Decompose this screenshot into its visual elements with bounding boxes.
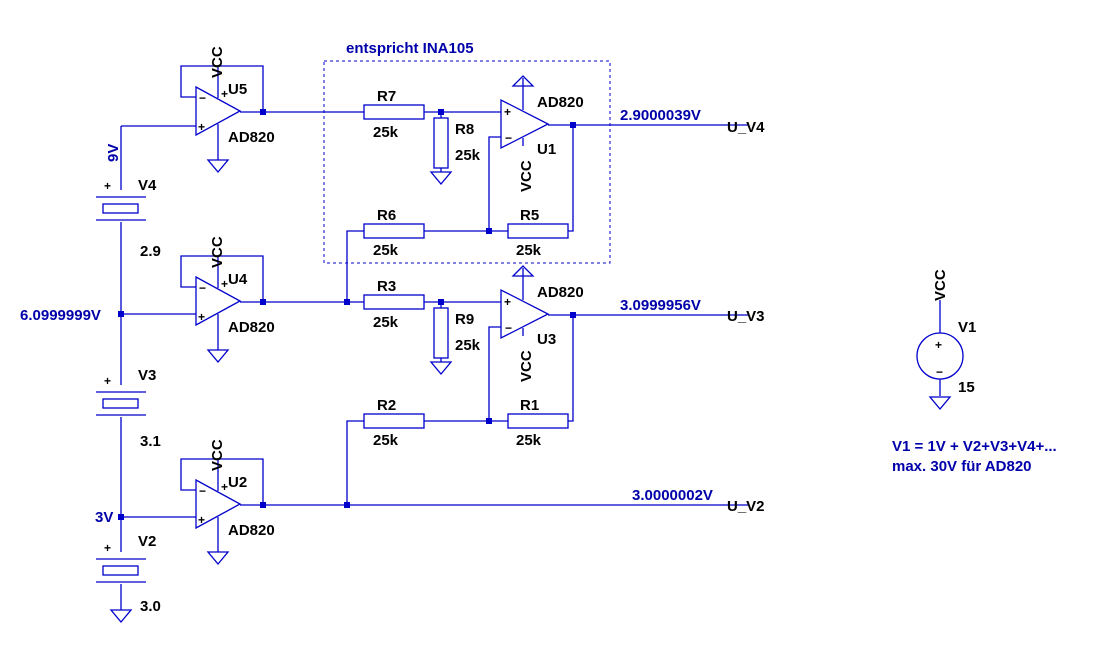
svg-text:+: + [198, 310, 205, 324]
svg-text:+: + [198, 513, 205, 527]
resistor-r8-value: 25k [455, 147, 481, 164]
svg-text:+: + [221, 277, 228, 291]
resistor-r9-value: 25k [455, 337, 481, 354]
resistor-r3-name: R3 [377, 278, 396, 295]
opamp-u4-model: AD820 [228, 319, 275, 336]
resistor-r8 [433, 117, 449, 169]
node-voltage-top: 9V [105, 144, 122, 162]
battery-stack: + + + [96, 126, 146, 623]
output-v4-voltage: 2.9000039V [620, 107, 701, 124]
output-v2-label: U_V2 [727, 498, 765, 515]
note-line-2: max. 30V für AD820 [892, 458, 1032, 475]
voltage-source-v1: + − [916, 300, 964, 410]
opamp-u2-name: U2 [228, 474, 247, 491]
battery-v3-name: V3 [138, 367, 156, 384]
resistor-r2-name: R2 [377, 397, 396, 414]
svg-text:+: + [104, 179, 111, 193]
resistor-r6 [363, 223, 425, 239]
node-voltage-mid: 6.0999999V [20, 307, 101, 324]
opamp-u4: − + + [180, 255, 264, 363]
svg-text:−: − [936, 365, 943, 379]
output-v3-voltage: 3.0999956V [620, 297, 701, 314]
svg-text:+: + [104, 374, 111, 388]
v1-value: 15 [958, 379, 975, 396]
opamp-u4-name: U4 [228, 271, 248, 288]
resistor-r6-value: 25k [373, 242, 399, 259]
resistor-r9 [433, 307, 449, 359]
resistor-r7 [363, 104, 425, 120]
opamp-u3-supply: VCC [518, 350, 535, 382]
resistor-r7-name: R7 [377, 88, 396, 105]
resistor-r5-value: 25k [516, 242, 542, 259]
resistor-r2-value: 25k [373, 432, 399, 449]
opamp-u1-supply: VCC [518, 160, 535, 192]
battery-v2-name: V2 [138, 533, 156, 550]
battery-v2-value: 3.0 [140, 598, 161, 615]
resistor-r8-name: R8 [455, 121, 474, 138]
opamp-u2-supply: VCC [209, 439, 226, 471]
resistor-r3 [363, 294, 425, 310]
svg-text:−: − [505, 131, 512, 145]
v1-supply: VCC [932, 269, 949, 301]
opamp-u3: + − [500, 265, 748, 340]
opamp-u5-model: AD820 [228, 129, 275, 146]
opamp-u5-name: U5 [228, 81, 247, 98]
svg-text:−: − [199, 281, 206, 295]
svg-text:−: − [199, 91, 206, 105]
svg-text:+: + [504, 105, 511, 119]
opamp-u2-model: AD820 [228, 522, 275, 539]
ina105-frame [323, 60, 611, 264]
svg-text:+: + [221, 480, 228, 494]
svg-text:+: + [104, 541, 111, 555]
battery-v4-name: V4 [138, 177, 157, 194]
svg-text:+: + [221, 87, 228, 101]
note-line-1: V1 = 1V + V2+V3+V4+... [892, 438, 1057, 455]
resistor-r5 [507, 223, 569, 239]
opamp-u1: + − [500, 75, 748, 150]
output-v2-voltage: 3.0000002V [632, 487, 713, 504]
resistor-r1-name: R1 [520, 397, 539, 414]
opamp-u5-supply: VCC [209, 46, 226, 78]
resistor-r2 [363, 413, 425, 429]
svg-text:+: + [198, 120, 205, 134]
battery-v3-value: 3.1 [140, 433, 161, 450]
svg-text:−: − [199, 484, 206, 498]
resistor-r6-name: R6 [377, 207, 396, 224]
output-v3-label: U_V3 [727, 308, 765, 325]
svg-text:+: + [504, 295, 511, 309]
resistor-r3-value: 25k [373, 314, 399, 331]
opamp-u4-supply: VCC [209, 236, 226, 268]
resistor-r9-name: R9 [455, 311, 474, 328]
output-v4-label: U_V4 [727, 119, 765, 136]
node-voltage-low: 3V [95, 509, 113, 526]
svg-text:−: − [505, 321, 512, 335]
opamp-u5: − + + [180, 65, 264, 173]
opamp-u2: − + + [180, 458, 264, 565]
opamp-u1-model: AD820 [537, 94, 584, 111]
v1-name: V1 [958, 319, 976, 336]
frame-label: entspricht INA105 [346, 40, 474, 57]
opamp-u3-model: AD820 [537, 284, 584, 301]
resistor-r1-value: 25k [516, 432, 542, 449]
svg-text:+: + [935, 338, 942, 352]
battery-v4-value: 2.9 [140, 243, 161, 260]
opamp-u1-name: U1 [537, 141, 556, 158]
resistor-r5-name: R5 [520, 207, 539, 224]
opamp-u3-name: U3 [537, 331, 556, 348]
resistor-r1 [507, 413, 569, 429]
resistor-r7-value: 25k [373, 124, 399, 141]
